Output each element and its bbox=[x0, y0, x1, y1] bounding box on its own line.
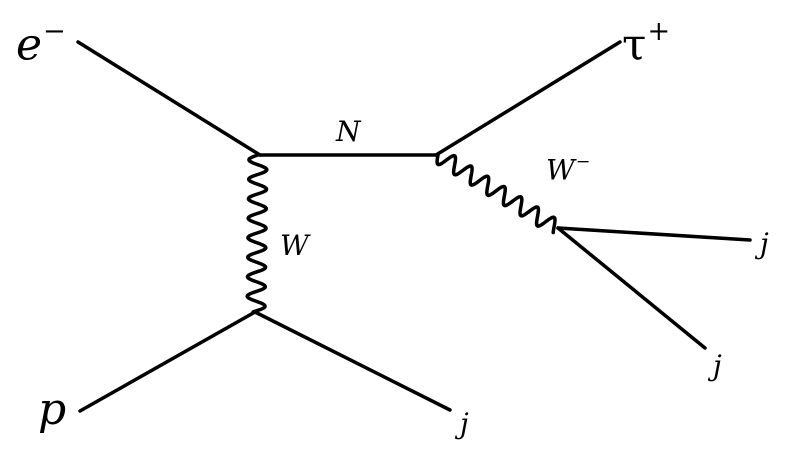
proton-label: p bbox=[38, 384, 67, 435]
tau-line bbox=[434, 40, 622, 157]
proton-line bbox=[78, 310, 257, 413]
electron-label: e− bbox=[16, 16, 66, 71]
jet-lower-label: j bbox=[713, 349, 722, 382]
w-t-channel-label: W bbox=[280, 229, 309, 262]
neutrino-label: N bbox=[336, 115, 361, 148]
jet-upper-line bbox=[556, 226, 752, 242]
jet-upper-label: j bbox=[760, 227, 769, 260]
jet-bottom-line bbox=[253, 310, 452, 412]
w-minus-boson bbox=[435, 153, 557, 235]
jet-lower-line bbox=[556, 226, 707, 350]
jet-bottom-label: j bbox=[460, 407, 469, 440]
w-t-channel-boson bbox=[245, 153, 269, 314]
w-minus-label: W− bbox=[546, 152, 591, 187]
tau-label: τ+ bbox=[622, 16, 671, 71]
electron-line bbox=[76, 40, 262, 157]
